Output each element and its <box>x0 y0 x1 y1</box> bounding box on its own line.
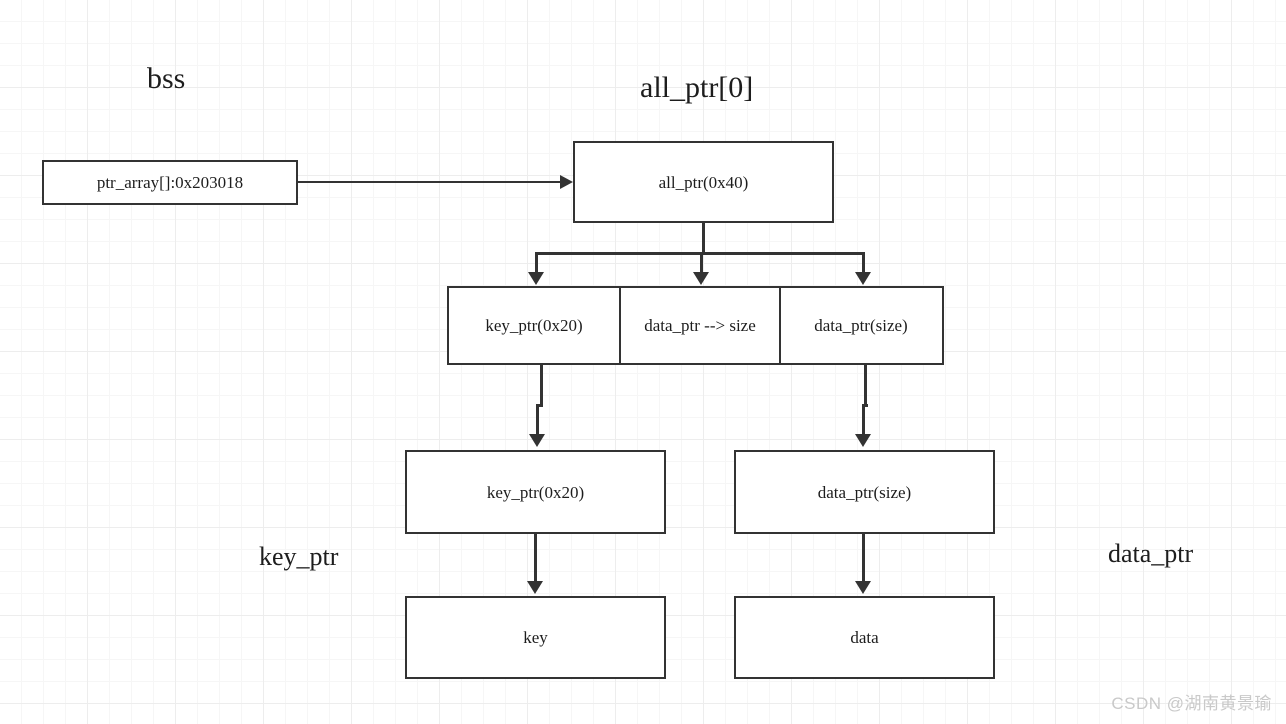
connector-all-ptr-stem <box>702 223 705 254</box>
node-key-ptr-box-label: key_ptr(0x20) <box>486 482 585 502</box>
caption-all-ptr-0: all_ptr[0] <box>640 71 754 104</box>
connector-ptr-array-to-all-ptr <box>298 181 562 183</box>
struct-row: key_ptr(0x20) data_ptr --> size data_ptr… <box>447 286 944 365</box>
connector-struct-data-upper <box>864 365 867 406</box>
caption-key-ptr: key_ptr <box>259 542 339 571</box>
struct-cell-data-ptr-size-label: data_ptr --> size <box>644 316 756 335</box>
connector-struct-key-jog <box>536 404 543 407</box>
node-ptr-array-label: ptr_array[]:0x203018 <box>96 173 244 192</box>
node-all-ptr[interactable]: all_ptr(0x40) <box>573 141 834 223</box>
arrowhead-key-ptr-box-to-key-box <box>527 581 543 594</box>
connector-struct-data-jog <box>862 404 868 407</box>
node-key-box-label: key <box>523 628 548 647</box>
node-data-box[interactable]: data <box>734 596 995 679</box>
connector-data-ptr-box-to-data-box <box>862 534 865 584</box>
node-data-box-label: data <box>850 628 879 647</box>
arrowhead-all-ptr-branch-mid <box>693 272 709 285</box>
node-key-box[interactable]: key <box>405 596 666 679</box>
struct-cell-data-ptr-label: data_ptr(size) <box>814 316 908 335</box>
connector-all-ptr-branch-right <box>862 252 865 275</box>
connector-struct-key-upper <box>540 365 543 406</box>
arrowhead-struct-key-to-key-ptr-box <box>529 434 545 447</box>
struct-cell-data-ptr[interactable]: data_ptr(size) <box>781 288 941 363</box>
caption-data-ptr: data_ptr <box>1108 539 1194 568</box>
connector-struct-data-lower <box>862 404 865 436</box>
connector-struct-key-lower <box>536 404 539 436</box>
caption-bss: bss <box>147 62 186 95</box>
connector-all-ptr-branch-left <box>535 252 538 275</box>
struct-cell-data-ptr-size[interactable]: data_ptr --> size <box>621 288 781 363</box>
node-data-ptr-box[interactable]: data_ptr(size) <box>734 450 995 534</box>
arrowhead-all-ptr-branch-left <box>528 272 544 285</box>
connector-key-ptr-box-to-key-box <box>534 534 537 584</box>
node-data-ptr-box-label: data_ptr(size) <box>817 482 912 502</box>
arrowhead-ptr-array-to-all-ptr <box>560 175 573 189</box>
struct-cell-key-ptr[interactable]: key_ptr(0x20) <box>449 288 621 363</box>
connector-all-ptr-branch-mid <box>700 252 703 275</box>
node-all-ptr-label: all_ptr(0x40) <box>658 172 749 192</box>
node-key-ptr-box[interactable]: key_ptr(0x20) <box>405 450 666 534</box>
arrowhead-data-ptr-box-to-data-box <box>855 581 871 594</box>
node-ptr-array[interactable]: ptr_array[]:0x203018 <box>42 160 298 205</box>
csdn-watermark: CSDN @湖南黄景瑜 <box>1111 694 1272 713</box>
struct-cell-key-ptr-label: key_ptr(0x20) <box>485 316 583 335</box>
arrowhead-struct-data-to-data-ptr-box <box>855 434 871 447</box>
arrowhead-all-ptr-branch-right <box>855 272 871 285</box>
